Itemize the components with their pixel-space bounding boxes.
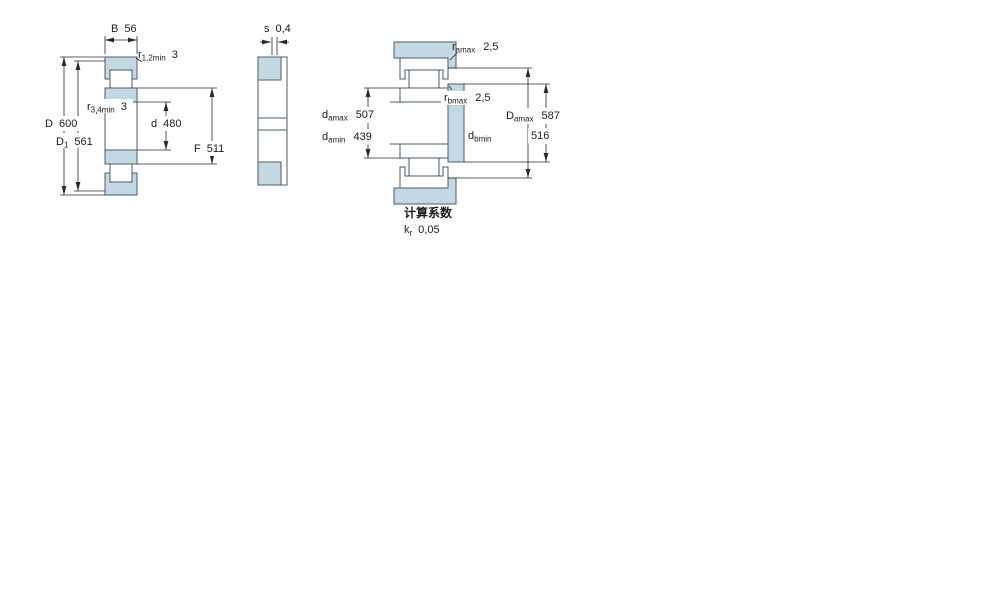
label-background	[147, 116, 187, 131]
roller-bottom	[408, 157, 440, 177]
roller-bottom	[109, 163, 133, 183]
label-background	[85, 99, 133, 113]
leader-line-rbmax	[448, 85, 453, 91]
dim-label-dbmin: dbmin	[468, 130, 491, 144]
inner-ring-top-section	[399, 87, 449, 103]
label-background	[42, 116, 82, 131]
label-backgrounds	[42, 91, 564, 156]
label-background	[319, 129, 387, 145]
label-background	[503, 108, 564, 124]
side-view	[257, 56, 288, 186]
outer-ring-top-section	[399, 57, 449, 80]
roller-top	[408, 69, 440, 89]
inner-ring-bottom-section	[399, 143, 449, 159]
label-background	[528, 128, 555, 144]
calc-factors-title: 计算系数	[404, 205, 453, 220]
outer-ring-edge-top	[257, 56, 282, 81]
label-background	[319, 107, 387, 123]
inner-ring-bottom-section	[104, 149, 138, 165]
label-background	[53, 133, 98, 148]
outer-ring-bottom-section	[399, 166, 449, 189]
label-background	[441, 91, 494, 105]
leader-line-r12	[135, 57, 143, 63]
label-background	[190, 141, 231, 156]
outer-ring-edge-bottom	[257, 161, 282, 186]
roller-top	[109, 69, 133, 89]
cross-section-view	[104, 56, 138, 196]
side-view-dimensions	[260, 37, 289, 55]
abutment-dimensions	[364, 52, 550, 179]
outer-ring-bottom-section	[104, 172, 138, 196]
dim-value-dbmin: 516	[531, 130, 549, 142]
abutment-view	[390, 41, 465, 205]
leader-line-ramax	[449, 52, 458, 61]
